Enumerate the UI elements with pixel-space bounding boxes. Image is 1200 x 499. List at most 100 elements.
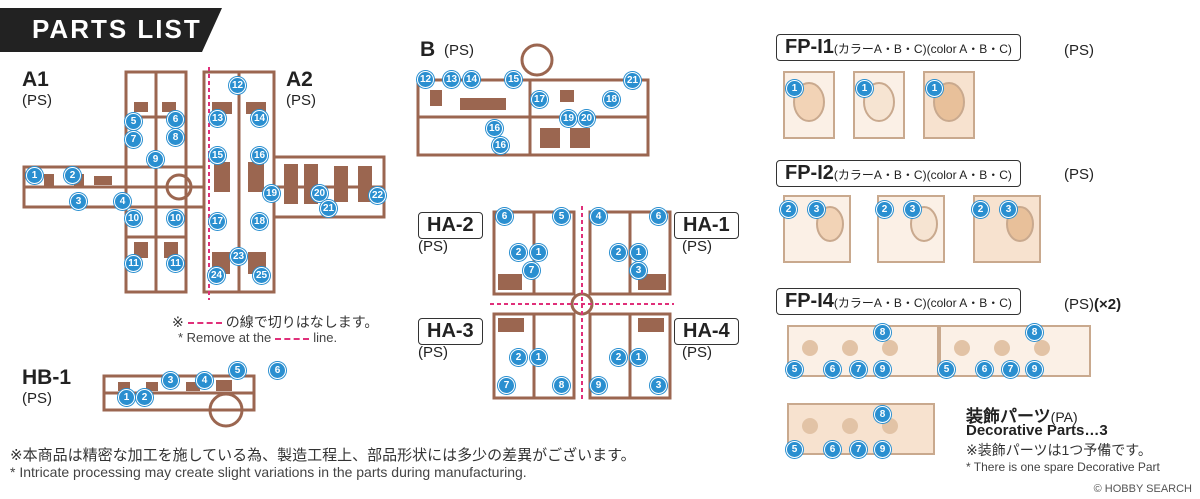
part-number-bubble: 8 bbox=[167, 129, 184, 146]
runner-ha1-material: (PS) bbox=[682, 238, 712, 255]
part-number-bubble: 6 bbox=[167, 111, 184, 128]
part-number-bubble: 8 bbox=[874, 324, 891, 341]
part-number-bubble: 8 bbox=[553, 377, 570, 394]
part-number-bubble: 13 bbox=[443, 71, 460, 88]
part-number-bubble: 15 bbox=[209, 147, 226, 164]
part-number-bubble: 7 bbox=[850, 361, 867, 378]
cut-line-note-jp: ※の線で切りはなします。 bbox=[172, 314, 379, 330]
part-number-bubble: 1 bbox=[926, 80, 943, 97]
footer-note-en: * Intricate processing may create slight… bbox=[10, 464, 527, 480]
runner-a1-label: A1 bbox=[22, 68, 49, 91]
part-number-bubble: 2 bbox=[972, 201, 989, 218]
runner-b-label: B bbox=[420, 38, 436, 61]
part-number-bubble: 16 bbox=[486, 120, 503, 137]
part-number-bubble: 21 bbox=[320, 200, 337, 217]
part-number-bubble: 5 bbox=[553, 208, 570, 225]
part-number-bubble: 5 bbox=[786, 441, 803, 458]
part-number-bubble: 9 bbox=[1026, 361, 1043, 378]
runner-fpi1-material: (PS) bbox=[1064, 42, 1094, 59]
part-number-bubble: 6 bbox=[824, 361, 841, 378]
part-number-bubble: 18 bbox=[251, 213, 268, 230]
part-number-bubble: 4 bbox=[590, 208, 607, 225]
part-number-bubble: 3 bbox=[808, 201, 825, 218]
part-number-bubble: 3 bbox=[630, 262, 647, 279]
part-number-bubble: 2 bbox=[64, 167, 81, 184]
part-number-bubble: 9 bbox=[874, 441, 891, 458]
part-number-bubble: 1 bbox=[786, 80, 803, 97]
part-number-bubble: 6 bbox=[496, 208, 513, 225]
part-number-bubble: 7 bbox=[523, 262, 540, 279]
part-number-bubble: 9 bbox=[590, 377, 607, 394]
part-number-bubble: 17 bbox=[209, 213, 226, 230]
part-number-bubble: 14 bbox=[251, 110, 268, 127]
runner-ha1-label: HA-1 bbox=[674, 212, 739, 239]
part-number-bubble: 7 bbox=[498, 377, 515, 394]
page-title: PARTS LIST bbox=[32, 14, 202, 44]
part-number-bubble: 10 bbox=[167, 210, 184, 227]
runner-fpi1-drawing bbox=[783, 71, 975, 139]
part-number-bubble: 7 bbox=[1002, 361, 1019, 378]
runner-hb1-label: HB-1 bbox=[22, 366, 72, 389]
part-number-bubble: 1 bbox=[26, 167, 43, 184]
runner-ha-drawing bbox=[490, 206, 674, 402]
part-number-bubble: 12 bbox=[229, 77, 246, 94]
runner-b-drawing bbox=[416, 43, 650, 157]
decorative-note-jp: ※装飾パーツは1つ予備です。 bbox=[966, 442, 1152, 458]
part-number-bubble: 2 bbox=[510, 244, 527, 261]
part-number-bubble: 6 bbox=[824, 441, 841, 458]
part-number-bubble: 17 bbox=[531, 91, 548, 108]
runner-ha4-label: HA-4 bbox=[674, 318, 739, 345]
runner-fpi4-material: (PS)(×2) bbox=[1064, 296, 1122, 313]
part-number-bubble: 21 bbox=[624, 72, 641, 89]
runner-ha3-material: (PS) bbox=[418, 344, 448, 361]
part-number-bubble: 18 bbox=[603, 91, 620, 108]
part-number-bubble: 1 bbox=[856, 80, 873, 97]
part-number-bubble: 25 bbox=[253, 267, 270, 284]
part-number-bubble: 20 bbox=[578, 110, 595, 127]
part-number-bubble: 4 bbox=[196, 372, 213, 389]
decorative-title-jp: 装飾パーツ(PA) bbox=[966, 407, 1078, 426]
runner-a2-material: (PS) bbox=[286, 92, 316, 109]
runner-ha3-label: HA-3 bbox=[418, 318, 483, 345]
runner-fpi2-label: FP-I2(カラーA・B・C)(color A・B・C) bbox=[776, 160, 1021, 187]
part-number-bubble: 1 bbox=[630, 349, 647, 366]
watermark: © HOBBY SEARCH bbox=[1093, 483, 1192, 495]
part-number-bubble: 13 bbox=[209, 110, 226, 127]
part-number-bubble: 4 bbox=[114, 193, 131, 210]
runner-hb1-material: (PS) bbox=[22, 390, 52, 407]
runner-ha2-material: (PS) bbox=[418, 238, 448, 255]
decorative-note-en: * There is one spare Decorative Part bbox=[966, 460, 1160, 474]
runner-b-material: (PS) bbox=[444, 42, 474, 59]
part-number-bubble: 1 bbox=[630, 244, 647, 261]
runner-ha2-label: HA-2 bbox=[418, 212, 483, 239]
decorative-title-en: Decorative Parts…3 bbox=[966, 422, 1108, 439]
part-number-bubble: 3 bbox=[162, 372, 179, 389]
part-number-bubble: 12 bbox=[417, 71, 434, 88]
part-number-bubble: 3 bbox=[70, 193, 87, 210]
part-number-bubble: 5 bbox=[125, 113, 142, 130]
part-number-bubble: 8 bbox=[1026, 324, 1043, 341]
part-number-bubble: 7 bbox=[125, 131, 142, 148]
part-number-bubble: 5 bbox=[786, 361, 803, 378]
part-number-bubble: 19 bbox=[263, 185, 280, 202]
part-number-bubble: 1 bbox=[118, 389, 135, 406]
part-number-bubble: 10 bbox=[125, 210, 142, 227]
part-number-bubble: 2 bbox=[780, 201, 797, 218]
runner-fpi4-label: FP-I4(カラーA・B・C)(color A・B・C) bbox=[776, 288, 1021, 315]
part-number-bubble: 1 bbox=[530, 244, 547, 261]
part-number-bubble: 6 bbox=[976, 361, 993, 378]
part-number-bubble: 7 bbox=[850, 441, 867, 458]
part-number-bubble: 14 bbox=[463, 71, 480, 88]
part-number-bubble: 23 bbox=[230, 248, 247, 265]
runner-fpi2-material: (PS) bbox=[1064, 166, 1094, 183]
part-number-bubble: 2 bbox=[510, 349, 527, 366]
part-number-bubble: 6 bbox=[269, 362, 286, 379]
part-number-bubble: 16 bbox=[251, 147, 268, 164]
part-number-bubble: 1 bbox=[530, 349, 547, 366]
part-number-bubble: 3 bbox=[650, 377, 667, 394]
part-number-bubble: 19 bbox=[560, 110, 577, 127]
part-number-bubble: 2 bbox=[610, 244, 627, 261]
part-number-bubble: 11 bbox=[125, 255, 142, 272]
part-number-bubble: 15 bbox=[505, 71, 522, 88]
